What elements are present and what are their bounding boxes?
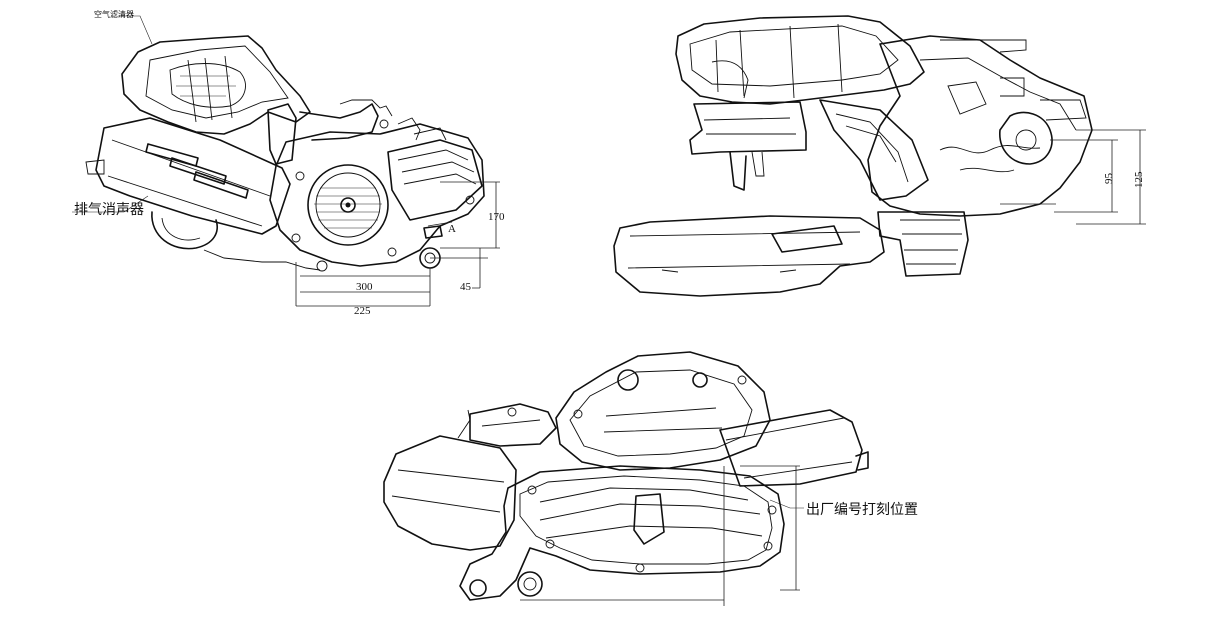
dim-95: 95 [1103,173,1115,185]
dim-125: 125 [1133,171,1145,188]
engine-right-side-view: 95 125 [613,15,1146,297]
mark-a: A [448,223,456,235]
serial-number-location-label: 出厂编号打刻位置 [806,501,918,518]
engine-left-side-view: 空气滤清器 排气消声器 170 300 225 45 A [72,9,505,317]
dim-45: 45 [460,281,472,293]
dim-170: 170 [488,211,505,223]
engine-rear-view: 出厂编号打刻位置 [383,351,918,606]
air-filter-label: 空气滤清器 [94,9,134,19]
dim-300: 300 [356,281,373,293]
dim-225: 225 [354,305,371,317]
muffler-label: 排气消声器 [74,202,144,218]
